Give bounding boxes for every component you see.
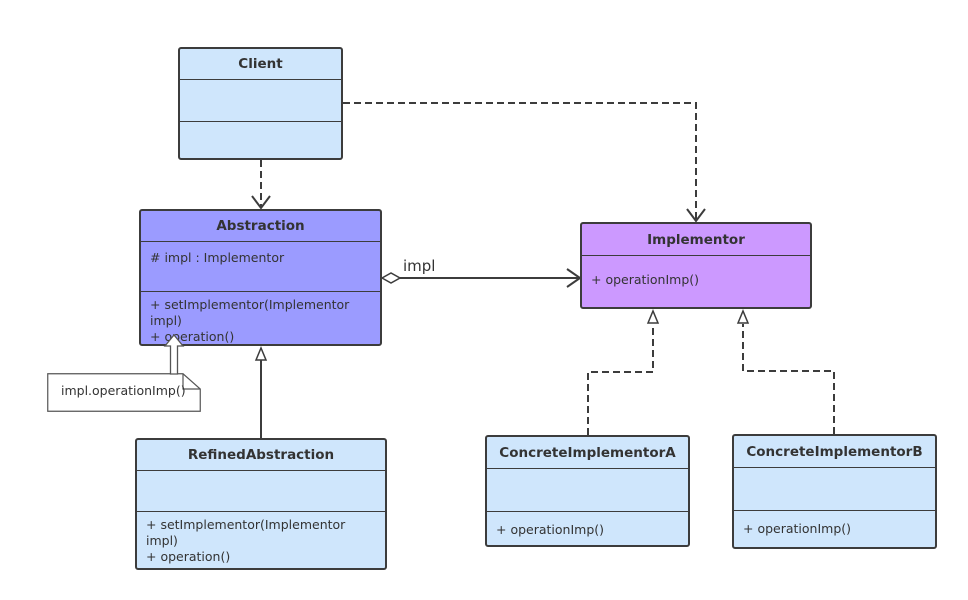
methods-section: + operationImp() [487,511,688,545]
methods-section: + setImplementor(Implementor impl) + ope… [137,511,385,568]
attribute: + operationImp() [591,272,700,287]
class-title: ConcreteImplementorB [746,443,923,460]
class-title: RefinedAbstraction [187,447,335,463]
class-title: Client [238,56,283,72]
dependency-client-implementor [343,102,697,220]
class-title: Abstraction [216,218,305,234]
dependency-arrowhead-abstraction [251,195,271,210]
class-refined-abstraction[interactable]: RefinedAbstraction + setImplementor(Impl… [135,438,387,570]
attributes-section [487,468,688,511]
note[interactable]: impl.operationImp() [47,373,201,412]
method: + operationImp() [743,521,852,536]
realization-arrowhead-b [736,309,750,324]
attribute: # impl : Implementor [150,250,285,265]
class-client[interactable]: Client [178,47,343,160]
method: + operation() [146,549,231,564]
method: + setImplementor(Implementor impl) [146,517,350,548]
generalization-arrowhead-refined [254,346,268,361]
methods-section [180,121,341,158]
methods-section: + operationImp() [734,510,935,547]
attributes-section [734,467,935,510]
aggregation-label: impl [403,257,436,275]
class-title: Implementor [647,231,745,248]
dependency-arrowhead-implementor [686,208,706,223]
method: + setImplementor(Implementor impl) [150,297,354,328]
attributes-section: + operationImp() [582,255,810,307]
method: + operation() [150,329,235,344]
class-title: ConcreteImplementorA [499,444,676,461]
note-text: impl.operationImp() [61,383,186,398]
attributes-section [137,470,385,511]
class-abstraction[interactable]: Abstraction # impl : Implementor + setIm… [139,209,382,346]
method: + operationImp() [496,522,605,537]
note-shape [47,373,201,412]
note-anchor-arrow [163,333,185,375]
attributes-section: # impl : Implementor [141,241,380,291]
realization-concrete-b [742,324,835,434]
realization-arrowhead-a [646,309,660,324]
class-implementor[interactable]: Implementor + operationImp() [580,222,812,309]
methods-section: + setImplementor(Implementor impl) + ope… [141,291,380,344]
class-concrete-implementor-b[interactable]: ConcreteImplementorB + operationImp() [732,434,937,549]
realization-concrete-a [587,324,654,435]
attributes-section [180,79,341,121]
class-concrete-implementor-a[interactable]: ConcreteImplementorA + operationImp() [485,435,690,547]
aggregation-diamond [380,272,402,284]
